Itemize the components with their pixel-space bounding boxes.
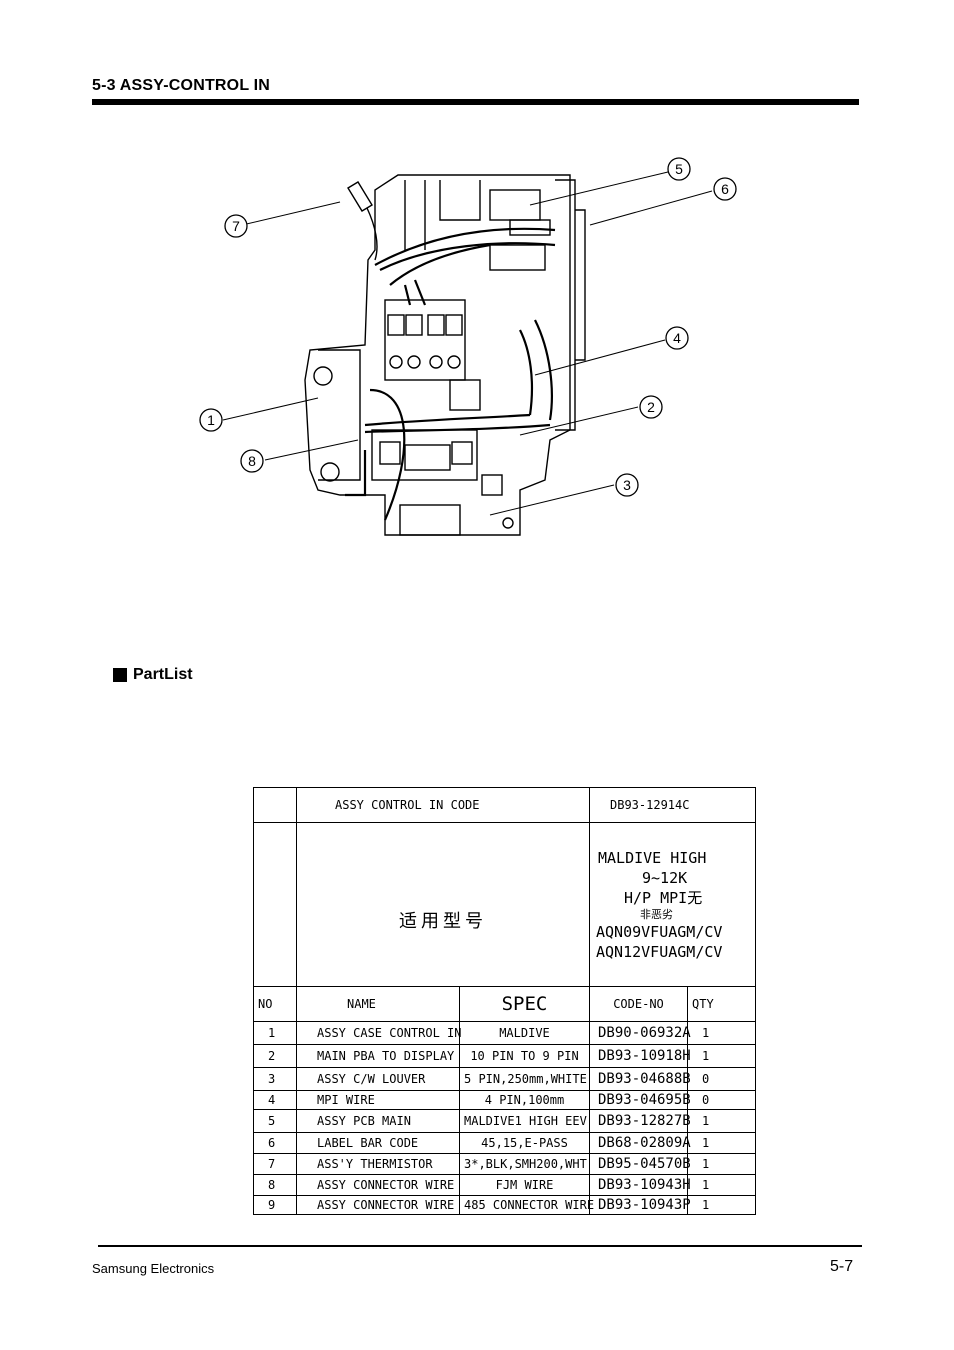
- row-no: 2: [253, 1044, 297, 1068]
- row-spec: 5 PIN,250mm,WHITE: [459, 1067, 590, 1091]
- assembly-diagram: 1 2 3 4 5 6 7 8: [199, 157, 737, 536]
- row-name: ASSY CONNECTOR WIRE: [296, 1174, 460, 1196]
- row-code: DB93-04688B: [589, 1067, 691, 1091]
- title-rule: [92, 99, 859, 105]
- model-line: 9~12K: [642, 868, 688, 887]
- row-spec: MALDIVE: [459, 1021, 590, 1045]
- assy-code-row: ASSY CONTROL IN CODE DB93-12914C: [253, 787, 757, 823]
- row-spec: MALDIVE1 HIGH EEV: [459, 1109, 590, 1133]
- header-code: CODE-NO: [589, 986, 688, 1022]
- header-no: NO: [253, 986, 297, 1022]
- partlist-title: PartList: [133, 666, 193, 683]
- row-code: DB93-10943H: [589, 1174, 691, 1196]
- model-line: 非恶劣: [640, 907, 673, 921]
- row-spec: 3*,BLK,SMH200,WHT: [459, 1153, 590, 1175]
- footer-company: Samsung Electronics: [92, 1261, 215, 1276]
- row-no: 6: [253, 1132, 297, 1154]
- callout-6: 6: [721, 181, 729, 197]
- column-header-row: NO NAME SPEC CODE-NO QTY: [253, 986, 757, 1022]
- model-cell: MALDIVE HIGH 9~12K H/P MPI无 非恶劣 AQN09VFU…: [588, 822, 757, 987]
- row-name: ASS'Y THERMISTOR: [296, 1153, 460, 1175]
- row-name: LABEL BAR CODE: [296, 1132, 460, 1154]
- row-qty: 1: [686, 1132, 757, 1154]
- callout-8: 8: [248, 453, 256, 469]
- row-spec: 10 PIN TO 9 PIN: [459, 1044, 590, 1068]
- row-name: ASSY PCB MAIN: [296, 1109, 460, 1133]
- row-no: 7: [253, 1153, 297, 1175]
- row-name: ASSY CONNECTOR WIRE: [296, 1195, 460, 1215]
- row-qty: 1: [686, 1153, 757, 1175]
- model-label: 适用型号: [296, 822, 590, 987]
- row-code: DB93-04695B: [589, 1090, 691, 1110]
- section-title: 5-3 ASSY-CONTROL IN: [92, 77, 271, 94]
- callout-4: 4: [673, 330, 681, 346]
- row-qty: 1: [686, 1021, 757, 1045]
- header-spec: SPEC: [459, 986, 590, 1022]
- row-no: 5: [253, 1109, 297, 1133]
- blank-cell: [253, 822, 297, 987]
- assy-code-value: DB93-12914C: [588, 787, 757, 823]
- callout-3: 3: [623, 477, 631, 493]
- row-qty: 0: [686, 1067, 757, 1091]
- partlist-heading: PartList: [113, 666, 193, 684]
- row-no: 8: [253, 1174, 297, 1196]
- row-qty: 1: [686, 1044, 757, 1068]
- row-qty: 1: [686, 1109, 757, 1133]
- row-spec: 485 CONNECTOR WIRE: [459, 1195, 594, 1215]
- model-line: MALDIVE HIGH: [598, 848, 707, 867]
- page-number: 5-7: [830, 1258, 854, 1275]
- model-line: AQN12VFUAGM/CV: [596, 942, 723, 961]
- model-line: H/P MPI无: [624, 888, 703, 907]
- row-qty: 1: [686, 1195, 757, 1215]
- assy-code-label: ASSY CONTROL IN CODE: [296, 787, 590, 823]
- row-code: DB93-12827B: [589, 1109, 691, 1133]
- row-no: 3: [253, 1067, 297, 1091]
- row-qty: 1: [686, 1174, 757, 1196]
- callout-7: 7: [232, 218, 240, 234]
- header-name: NAME: [296, 986, 460, 1022]
- row-code: DB90-06932A: [589, 1021, 691, 1045]
- row-code: DB95-04570B: [589, 1153, 691, 1175]
- row-no: 1: [253, 1021, 297, 1045]
- model-row: 适用型号 MALDIVE HIGH 9~12K H/P MPI无 非恶劣 AQN…: [253, 822, 757, 987]
- callout-5: 5: [675, 161, 683, 177]
- row-name: MPI WIRE: [296, 1090, 460, 1110]
- square-bullet-icon: [113, 668, 127, 682]
- row-no: 9: [253, 1195, 297, 1215]
- callout-1: 1: [207, 412, 215, 428]
- callout-2: 2: [647, 399, 655, 415]
- header-qty: QTY: [686, 986, 757, 1022]
- blank-cell: [253, 787, 297, 823]
- row-name: ASSY CASE CONTROL IN: [296, 1021, 462, 1045]
- row-no: 4: [253, 1090, 297, 1110]
- row-spec: FJM WIRE: [459, 1174, 590, 1196]
- parts-table: ASSY CONTROL IN CODE DB93-12914C 适用型号 MA…: [253, 787, 757, 1215]
- row-name: MAIN PBA TO DISPLAY: [296, 1044, 460, 1068]
- row-spec: 4 PIN,100mm: [459, 1090, 590, 1110]
- model-line: AQN09VFUAGM/CV: [596, 922, 723, 941]
- row-qty: 0: [686, 1090, 757, 1110]
- row-code: DB93-10943P: [589, 1195, 691, 1215]
- footer-rule: [98, 1245, 862, 1247]
- row-code: DB93-10918H: [589, 1044, 691, 1068]
- row-code: DB68-02809A: [589, 1132, 691, 1154]
- row-name: ASSY C/W LOUVER: [296, 1067, 460, 1091]
- row-spec: 45,15,E-PASS: [459, 1132, 590, 1154]
